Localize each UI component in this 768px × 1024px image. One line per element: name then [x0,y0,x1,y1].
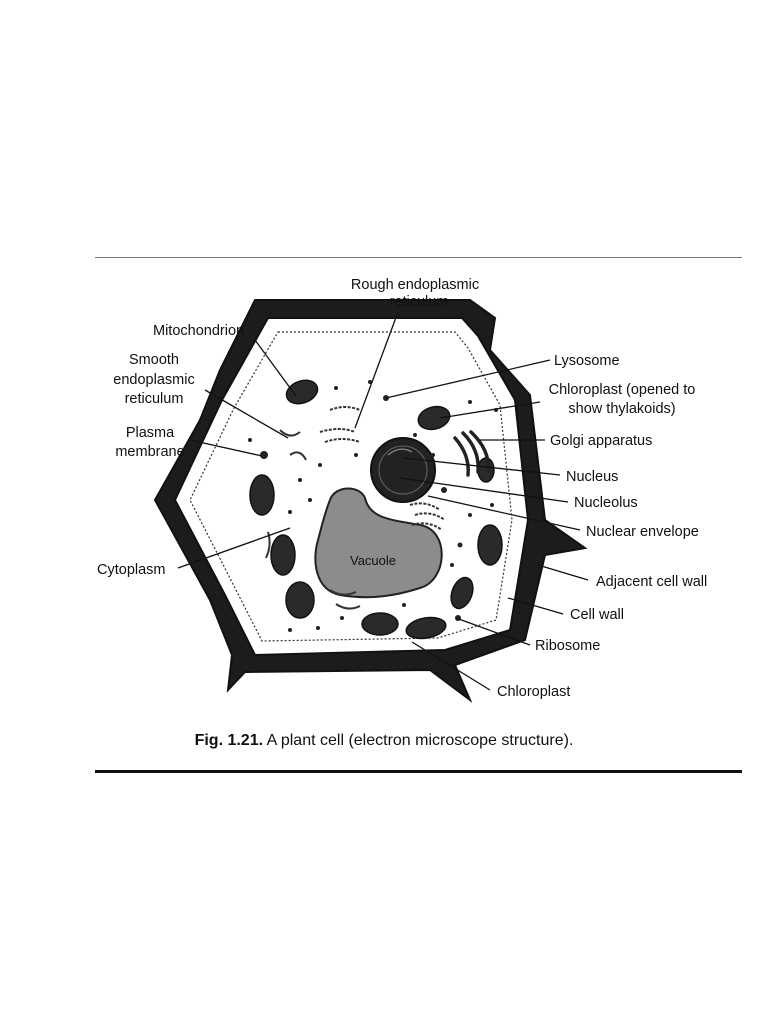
label-nucleus: Nucleus [566,469,618,485]
figure-caption: Fig. 1.21. A plant cell (electron micros… [0,732,768,750]
label-nuclear-envelope: Nuclear envelope [586,524,699,540]
label-cell-wall: Cell wall [570,607,624,623]
label-cytoplasm: Cytoplasm [97,562,166,578]
top-rule [95,257,742,258]
label-mitochondrion: Mitochondrion [153,323,244,339]
label-rough-er-2: reticulum [390,294,449,310]
vacuole [314,487,443,599]
label-lysosome: Lysosome [554,353,620,369]
label-chloroplast: Chloroplast [497,684,570,700]
label-smooth-er-2: endoplasmic [113,372,194,388]
bottom-rule [95,770,742,773]
nucleus [370,437,436,503]
label-vacuole: Vacuole [350,553,396,568]
label-plasma-membrane-2: membrane [115,444,184,460]
label-nucleolus: Nucleolus [574,495,638,511]
leader-lines [177,311,589,691]
label-adjacent-cell-wall: Adjacent cell wall [596,574,707,590]
label-ribosome: Ribosome [535,638,600,654]
label-smooth-er-3: reticulum [125,391,184,407]
figure-number: Fig. 1.21. [194,732,264,749]
chloroplasts [249,379,503,640]
label-smooth-er: Smooth [129,352,179,368]
endoplasmic-reticulum [319,406,446,531]
label-rough-er: Rough endoplasmic [351,277,479,293]
figure-caption-text: A plant cell (electron microscope struct… [263,732,574,749]
label-chloroplast-open: Chloroplast (opened to [549,382,696,398]
label-plasma-membrane: Plasma [126,425,175,441]
smooth-er-tubules [265,429,361,610]
label-golgi: Golgi apparatus [550,433,652,449]
label-chloroplast-open-2: show thylakoids) [568,401,675,417]
